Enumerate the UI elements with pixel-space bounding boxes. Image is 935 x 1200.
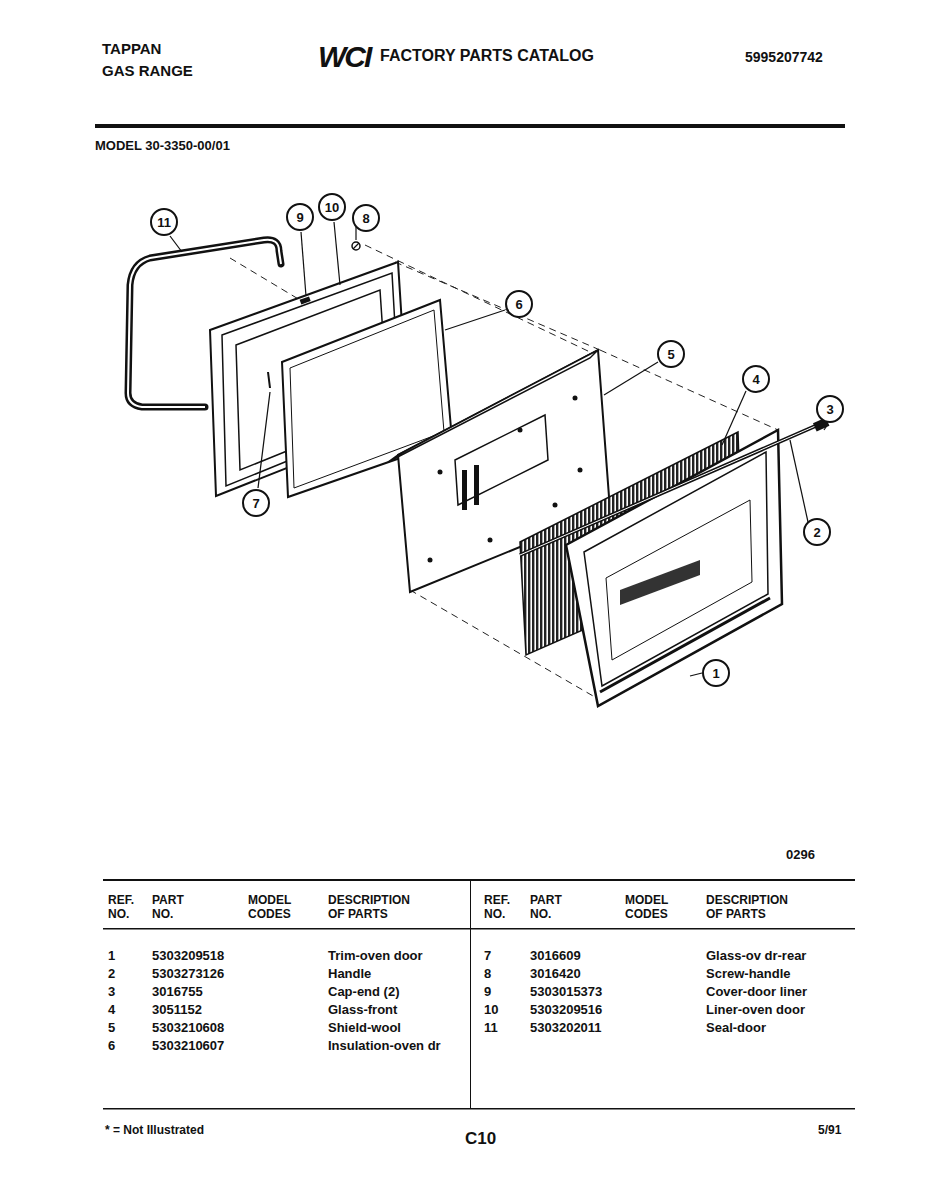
- callout-number: 6: [515, 298, 522, 311]
- callout-circle: 8: [352, 204, 380, 232]
- ref-number: 11: [484, 1021, 498, 1036]
- part-number: 3016420: [530, 967, 581, 982]
- part-number: 5303210607: [152, 1039, 224, 1054]
- callout-circle: 3: [816, 395, 844, 423]
- ref-number: 2: [108, 967, 115, 982]
- header-model: MODEL CODES: [625, 894, 677, 922]
- parts-table-rules: [103, 879, 855, 1110]
- ref-number: 10: [484, 1003, 498, 1018]
- ref-number: 3: [108, 985, 115, 1000]
- part-description: Trim-oven door: [328, 949, 423, 964]
- callout-circle: 4: [742, 365, 770, 393]
- part-number: 5303210608: [152, 1021, 224, 1036]
- header-part: PART NO.: [152, 894, 194, 922]
- callout-circle: 11: [150, 208, 178, 236]
- date-code: 5/91: [818, 1124, 841, 1138]
- callout-circle: 10: [318, 193, 346, 221]
- header-description: DESCRIPTION OF PARTS: [328, 894, 428, 922]
- product-line: GAS RANGE: [102, 62, 193, 79]
- callout-number: 5: [667, 348, 674, 361]
- callout-number: 1: [712, 667, 719, 680]
- part-number: 5303209516: [530, 1003, 602, 1018]
- callout-number: 9: [296, 211, 303, 224]
- ref-number: 5: [108, 1021, 115, 1036]
- part-number: 3051152: [152, 1003, 202, 1018]
- page-number: C10: [465, 1129, 496, 1149]
- part-number: 5303015373: [530, 985, 602, 1000]
- callout-circle: 1: [702, 659, 730, 687]
- ref-number: 6: [108, 1039, 115, 1054]
- header-description: DESCRIPTION OF PARTS: [706, 894, 806, 922]
- ref-number: 9: [484, 985, 491, 1000]
- callout-number: 4: [752, 373, 759, 386]
- part-description: Shield-wool: [328, 1021, 401, 1036]
- callout-circle: 9: [286, 203, 314, 231]
- catalog-number: 5995207742: [745, 49, 823, 65]
- leader-lines: [170, 222, 828, 676]
- header-rule: [95, 124, 845, 128]
- part-number: 5303209518: [152, 949, 224, 964]
- header-ref: REF. NO.: [108, 894, 140, 922]
- ref-number: 8: [484, 967, 491, 982]
- callout-number: 8: [362, 212, 369, 225]
- handle-screw: [352, 242, 360, 250]
- header-ref: REF. NO.: [484, 894, 516, 922]
- header-part: PART NO.: [530, 894, 572, 922]
- part-description: Insulation-oven dr: [328, 1039, 441, 1054]
- part-description: Glass-front: [328, 1003, 397, 1018]
- callout-number: 11: [157, 216, 171, 229]
- part-description: Cap-end (2): [328, 985, 400, 1000]
- part-number: 5303202011: [530, 1021, 602, 1036]
- wci-logo: WCI: [318, 40, 370, 75]
- brand-name: TAPPAN: [102, 40, 161, 57]
- ref-number: 7: [484, 949, 491, 964]
- ref-number: 4: [108, 1003, 115, 1018]
- door-trim: [566, 430, 782, 706]
- part-description: Screw-handle: [706, 967, 791, 982]
- callout-number: 7: [252, 497, 259, 510]
- header-model: MODEL CODES: [248, 894, 300, 922]
- part-number: 3016755: [152, 985, 203, 1000]
- catalog-title: FACTORY PARTS CATALOG: [380, 47, 594, 65]
- part-number: 3016609: [530, 949, 581, 964]
- ref-number: 1: [108, 949, 115, 964]
- part-description: Cover-door liner: [706, 985, 807, 1000]
- callout-number: 3: [826, 403, 833, 416]
- part-description: Handle: [328, 967, 371, 982]
- footnote: * = Not Illustrated: [105, 1124, 204, 1138]
- part-description: Seal-door: [706, 1021, 766, 1036]
- part-description: Glass-ov dr-rear: [706, 949, 806, 964]
- callout-circle: 5: [657, 340, 685, 368]
- figure-code: 0296: [786, 848, 815, 863]
- part-description: Liner-oven door: [706, 1003, 805, 1018]
- callout-number: 10: [325, 201, 339, 214]
- door-handle: [520, 417, 829, 555]
- callout-number: 2: [813, 526, 820, 539]
- callout-circle: 6: [505, 290, 533, 318]
- model-number: MODEL 30-3350-00/01: [95, 139, 230, 154]
- part-number: 5303273126: [152, 967, 224, 982]
- callout-circle: 7: [242, 489, 270, 517]
- callout-circle: 2: [803, 518, 831, 546]
